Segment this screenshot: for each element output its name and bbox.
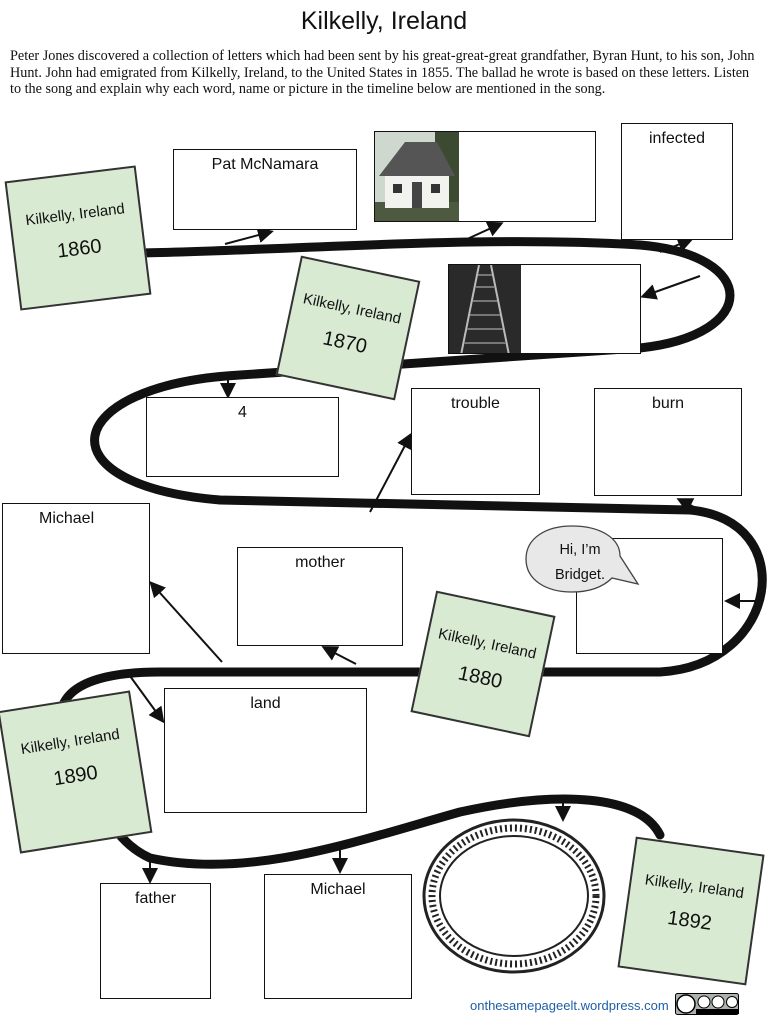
date-card-1892: Kilkelly, Ireland 1892 <box>617 836 765 986</box>
box-four: 4 <box>146 397 339 477</box>
box-father: father <box>100 883 211 999</box>
cottage-photo-icon <box>375 132 459 221</box>
box-michael-top: Michael <box>2 503 150 654</box>
box-cottage <box>374 131 596 222</box>
footer-link[interactable]: onthesamepageelt.wordpress.com <box>470 998 669 1013</box>
box-trouble: trouble <box>411 388 540 495</box>
box-pat-mcnamara: Pat McNamara <box>173 149 357 230</box>
box-infected: infected <box>621 123 733 240</box>
ring-frame-icon <box>422 818 606 974</box>
date-card-1890: Kilkelly, Ireland 1890 <box>0 690 153 854</box>
page-title: Kilkelly, Ireland <box>300 7 468 35</box>
box-mother: mother <box>237 547 403 646</box>
intro-paragraph: Peter Jones discovered a collection of l… <box>10 48 755 98</box>
speech-bubble <box>525 525 640 593</box>
box-michael-bottom: Michael <box>264 874 412 999</box>
railway-tracks-photo-icon <box>449 265 521 353</box>
speech-text: Hi, I’m Bridget. <box>555 542 605 583</box>
date-card-1880: Kilkelly, Ireland 1880 <box>410 590 556 738</box>
box-burn: burn <box>594 388 742 496</box>
box-land: land <box>164 688 367 813</box>
date-card-1870: Kilkelly, Ireland 1870 <box>275 255 421 401</box>
creative-commons-icon <box>675 993 739 1015</box>
box-railway <box>448 264 641 354</box>
date-card-1860: Kilkelly, Ireland 1860 <box>4 165 152 311</box>
